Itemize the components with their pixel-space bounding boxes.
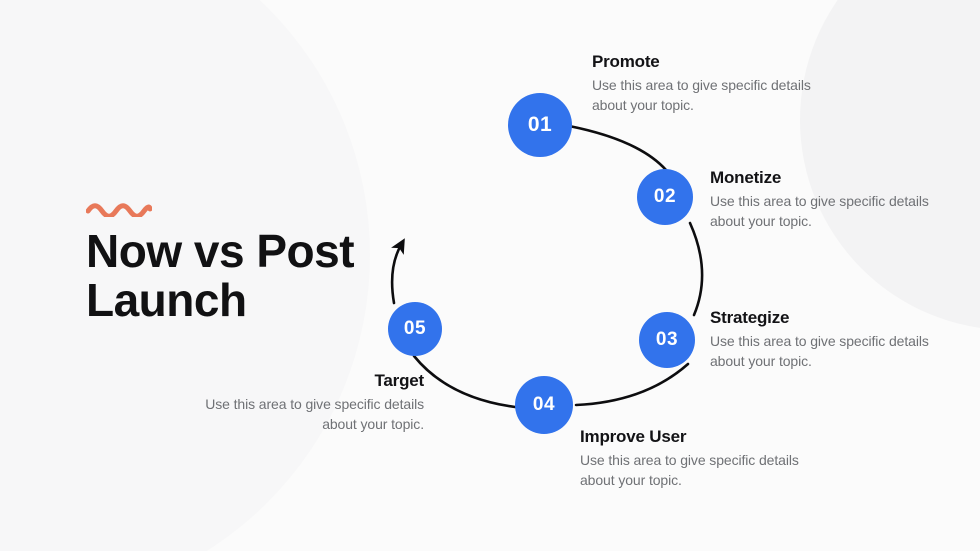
step-text-monetize: Monetize Use this area to give specific … xyxy=(710,168,940,232)
step-text-strategize: Strategize Use this area to give specifi… xyxy=(710,308,940,372)
step-text-target: Target Use this area to give specific de… xyxy=(196,371,424,435)
step-node-04[interactable]: 04 xyxy=(515,376,573,434)
step-node-03[interactable]: 03 xyxy=(639,312,695,368)
step-node-05[interactable]: 05 xyxy=(388,302,442,356)
step-title-promote: Promote xyxy=(592,52,660,71)
step-body-target: Use this area to give specific details a… xyxy=(205,396,424,433)
step-text-promote: Promote Use this area to give specific d… xyxy=(592,52,822,116)
step-body-strategize: Use this area to give specific details a… xyxy=(710,333,929,370)
step-node-02[interactable]: 02 xyxy=(637,169,693,225)
step-title-strategize: Strategize xyxy=(710,308,790,327)
step-node-01[interactable]: 01 xyxy=(508,93,572,157)
step-body-monetize: Use this area to give specific details a… xyxy=(710,193,929,230)
squiggle-decoration-icon xyxy=(86,203,152,217)
step-title-monetize: Monetize xyxy=(710,168,782,187)
step-body-improve-user: Use this area to give specific details a… xyxy=(580,452,799,489)
step-text-improve-user: Improve User Use this area to give speci… xyxy=(580,427,810,491)
step-title-target: Target xyxy=(374,371,425,390)
step-body-promote: Use this area to give specific details a… xyxy=(592,77,811,114)
title-block: Now vs Post Launch xyxy=(86,203,416,325)
page-title: Now vs Post Launch xyxy=(86,225,355,326)
step-title-improve-user: Improve User xyxy=(580,427,687,446)
